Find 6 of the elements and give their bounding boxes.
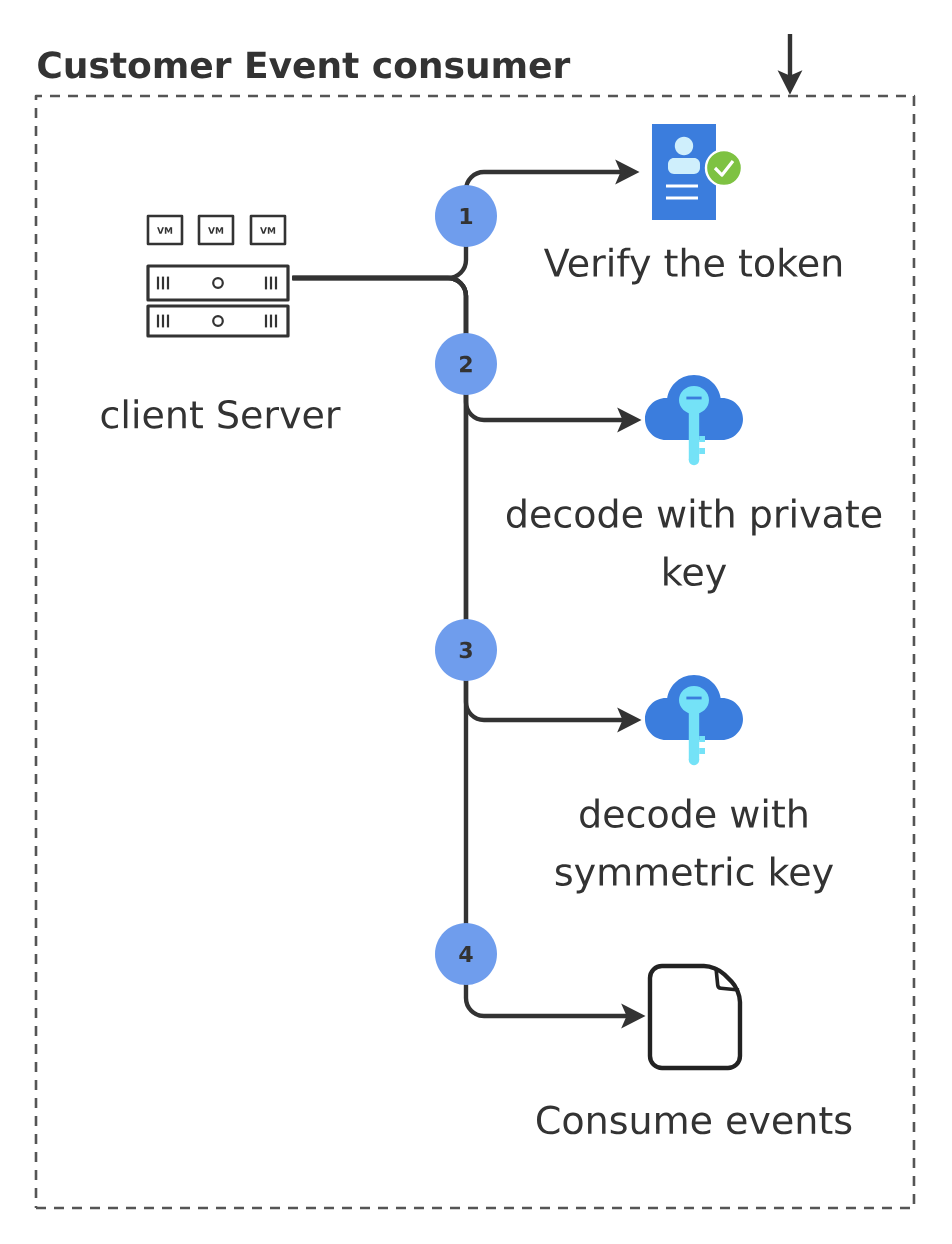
node-label: decode with private key — [506, 498, 882, 594]
node-label: Verify the token — [544, 247, 842, 285]
node-label: decode with symmetric key — [555, 798, 833, 894]
node-label: Consume events — [537, 1105, 852, 1135]
node-label: client Server — [101, 399, 341, 429]
frame-title: Customer Event consumer — [38, 51, 571, 79]
